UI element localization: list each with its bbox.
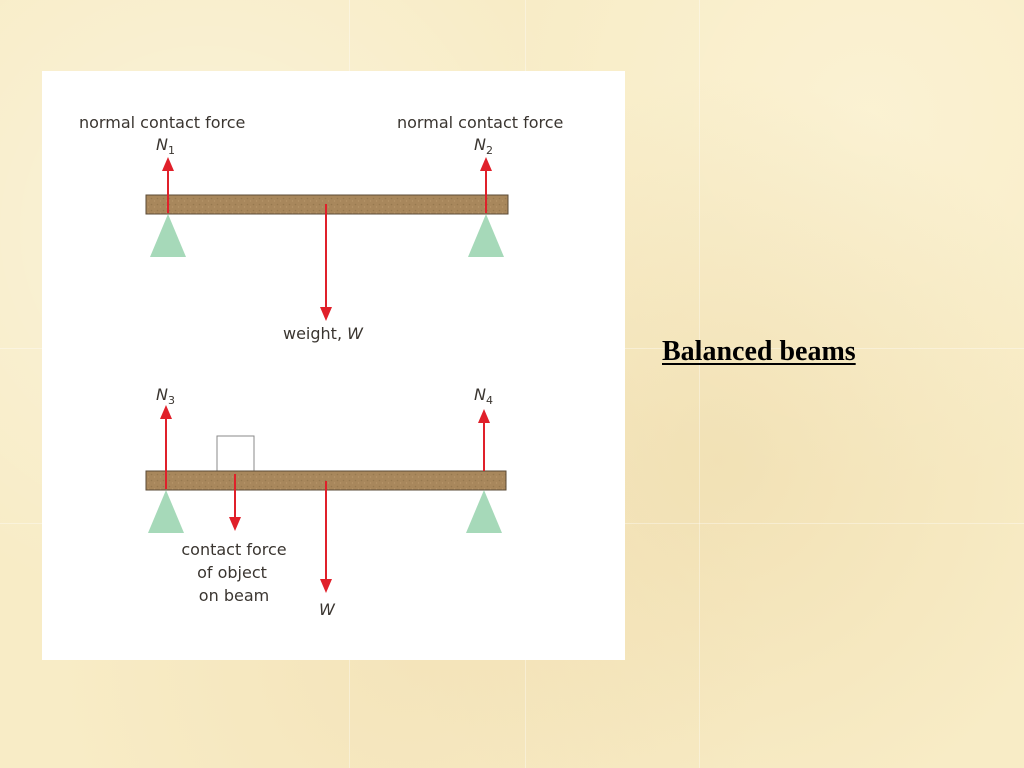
n1-arrow	[162, 157, 174, 213]
n3-symbol: N3	[156, 385, 175, 407]
bottom-pivot-right	[466, 490, 502, 533]
n2-arrow	[480, 157, 492, 213]
background-tile-seam	[699, 0, 700, 768]
slide-title: Balanced beams	[662, 336, 856, 367]
beam-diagram: normal contact force normal contact forc…	[79, 113, 563, 619]
contact-force-label-line2: of object	[197, 563, 267, 582]
top-pivot-right	[468, 214, 504, 257]
n1-symbol: N1	[156, 135, 175, 157]
bottom-pivot-left	[148, 490, 184, 533]
weight-symbol-bottom: W	[319, 600, 336, 619]
contact-force-label-line3: on beam	[199, 586, 269, 605]
contact-force-label-line1: contact force	[181, 540, 286, 559]
figure-panel: normal contact force normal contact forc…	[42, 71, 625, 660]
weight-arrow-top	[320, 204, 332, 321]
contact-force-arrow	[229, 474, 241, 531]
n3-arrow	[160, 405, 172, 489]
weight-label: weight, W	[283, 324, 364, 343]
n4-symbol: N4	[474, 385, 493, 407]
n2-symbol: N2	[474, 135, 493, 157]
object-on-beam	[216, 435, 255, 472]
normal-force-label-right: normal contact force	[397, 113, 563, 132]
top-pivot-left	[150, 214, 186, 257]
n4-arrow	[478, 409, 490, 471]
weight-arrow-bottom	[320, 481, 332, 593]
normal-force-label-left: normal contact force	[79, 113, 245, 132]
